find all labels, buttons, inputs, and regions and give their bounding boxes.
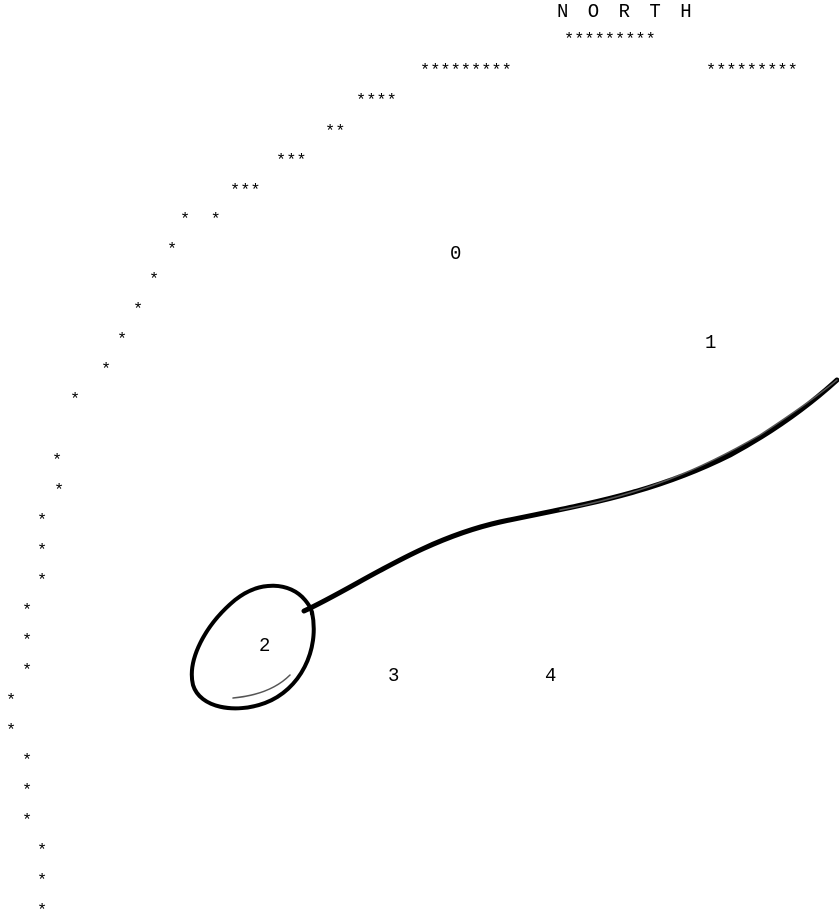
boundary-star: *: [22, 632, 33, 651]
star-run-3b: ***: [230, 182, 261, 201]
boundary-star: *: [6, 722, 17, 741]
boundary-star: *: [37, 572, 48, 591]
boundary-star: *: [37, 902, 48, 921]
star-run-under-title: *********: [564, 31, 656, 50]
boundary-star: *: [22, 812, 33, 831]
boundary-star: *: [6, 692, 17, 711]
annotation-tail-line: [301, 377, 839, 614]
boundary-star: *: [37, 542, 48, 561]
boundary-star: *: [37, 872, 48, 891]
region-label-2: 2: [259, 635, 271, 657]
boundary-star: *: [101, 361, 112, 380]
star-run-top-right: *********: [706, 62, 798, 81]
boundary-star: *: [52, 452, 63, 471]
annotation-loop-inner-stroke: [232, 674, 291, 699]
star-run-4: ****: [356, 92, 397, 111]
region-label-1: 1: [705, 332, 717, 354]
region-label-3: 3: [388, 665, 400, 687]
boundary-star: *: [22, 662, 33, 681]
region-label-4: 4: [545, 665, 557, 687]
north-title: N O R T H: [557, 1, 696, 23]
boundary-star: *: [149, 271, 160, 290]
region-label-0: 0: [450, 243, 462, 265]
boundary-star: *: [133, 301, 144, 320]
star-run-pair: * *: [180, 211, 221, 230]
boundary-star: *: [37, 512, 48, 531]
boundary-star: *: [54, 482, 65, 501]
star-run-top-left: *********: [420, 62, 512, 81]
boundary-star: *: [167, 241, 178, 260]
annotation-loop: [189, 583, 316, 711]
annotation-tail-line-thin: [559, 379, 838, 511]
boundary-star: *: [22, 782, 33, 801]
star-run-2: **: [325, 123, 346, 142]
boundary-star: *: [37, 842, 48, 861]
boundary-star: *: [117, 331, 128, 350]
boundary-star: *: [22, 602, 33, 621]
boundary-star: *: [70, 391, 81, 410]
boundary-star: *: [22, 752, 33, 771]
star-run-3a: ***: [276, 152, 307, 171]
